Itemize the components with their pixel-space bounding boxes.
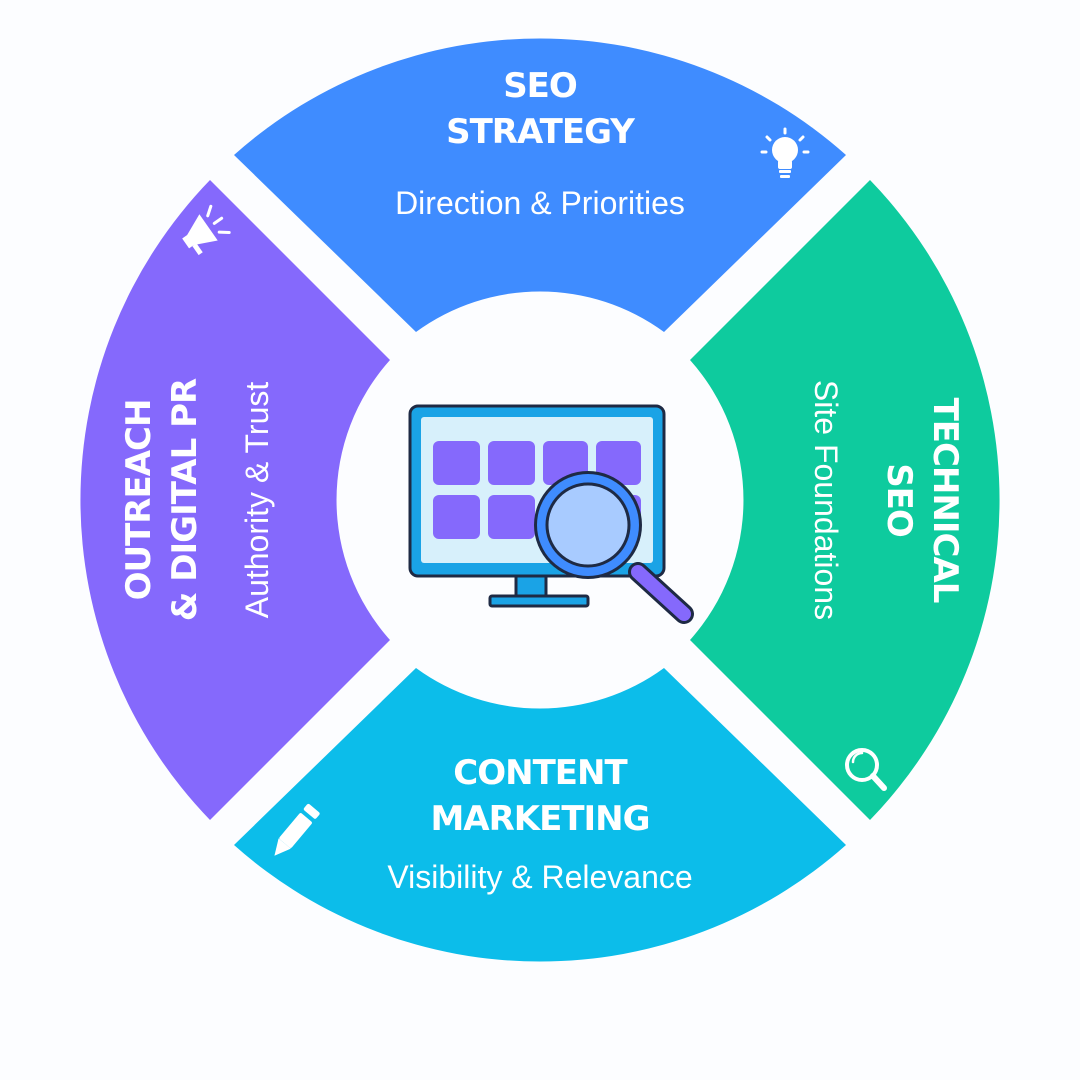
seo-strategy-title-line2: STRATEGY <box>446 112 635 152</box>
megaphone-icon <box>182 204 231 256</box>
segment-seo-strategy-shape <box>234 38 846 332</box>
monitor-base <box>488 594 590 608</box>
segment-seo-strategy: SEO STRATEGY Direction & Priorities <box>234 38 846 332</box>
content-marketing-title-line1: CONTENT <box>453 753 628 793</box>
pencil-icon <box>274 803 320 856</box>
content-marketing-subtitle: Visibility & Relevance <box>387 859 692 895</box>
segment-content-marketing-shape <box>234 668 846 962</box>
technical-seo-subtitle: Site Foundations <box>808 380 844 620</box>
content-marketing-title-line2: MARKETING <box>430 799 649 839</box>
segment-outreach-digital-pr-shape <box>80 180 390 820</box>
segment-technical-seo-shape <box>690 180 1000 820</box>
technical-seo-title-line1: TECHNICAL <box>925 398 965 603</box>
magnifier <box>534 471 694 624</box>
segment-outreach-digital-pr: OUTREACH & DIGITAL PR Authority & Trust <box>80 180 390 820</box>
lightbulb-icon <box>760 127 810 178</box>
outreach-subtitle: Authority & Trust <box>239 382 275 619</box>
outreach-title-line1: OUTREACH <box>119 400 159 601</box>
monitor-with-magnifier-icon <box>408 404 694 624</box>
segment-technical-seo: TECHNICAL SEO Site Foundations <box>690 180 1000 820</box>
search-icon <box>845 748 887 791</box>
seo-strategy-title-line1: SEO <box>503 66 577 106</box>
technical-seo-title-line2: SEO <box>879 463 919 537</box>
outreach-title-line2: & DIGITAL PR <box>165 378 205 621</box>
seo-strategy-subtitle: Direction & Priorities <box>395 185 685 221</box>
segment-content-marketing: CONTENT MARKETING Visibility & Relevance <box>234 668 846 962</box>
